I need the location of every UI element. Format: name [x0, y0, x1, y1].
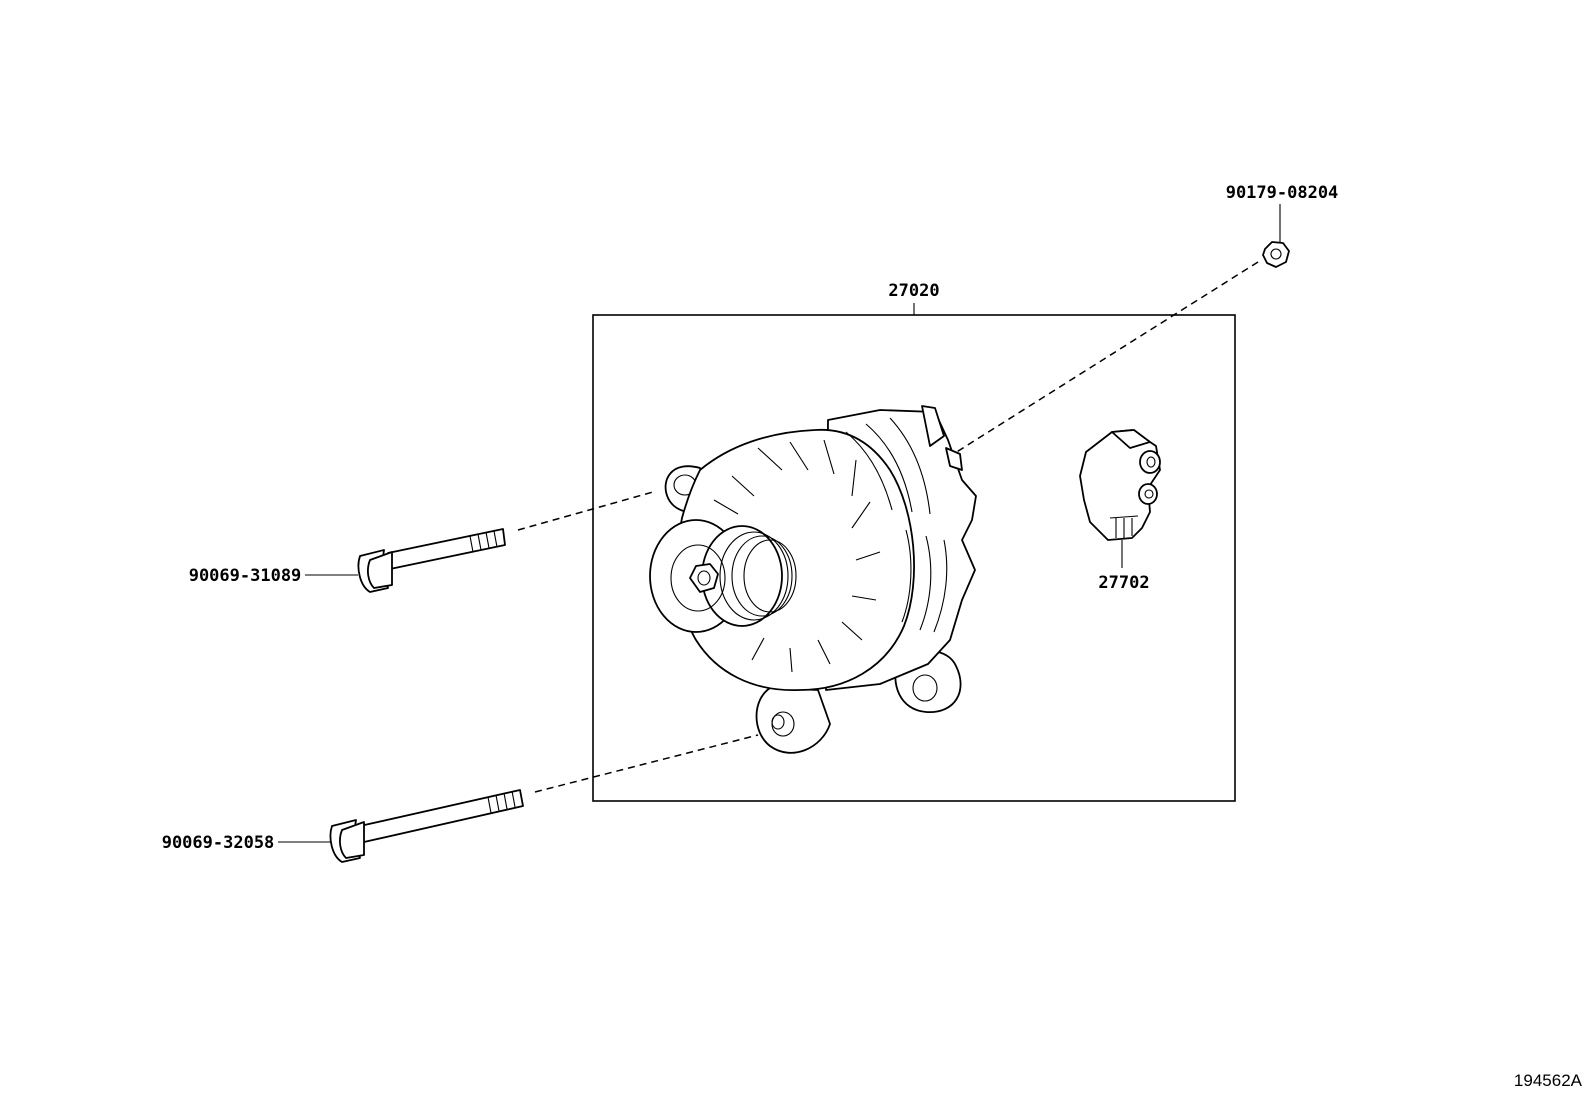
nut-part [1262, 241, 1290, 268]
label-90069-32058[interactable]: 90069-32058 [162, 833, 275, 853]
bolt-lower-part [329, 789, 524, 863]
label-90179-08204[interactable]: 90179-08204 [1226, 183, 1339, 203]
regulator-part [1079, 429, 1161, 541]
label-27020[interactable]: 27020 [888, 281, 939, 301]
alternator-part [649, 405, 977, 754]
figure-id: 194562A [1514, 1071, 1583, 1090]
label-90069-31089[interactable]: 90069-31089 [189, 566, 302, 586]
label-27702[interactable]: 27702 [1098, 573, 1149, 593]
bolt-upper-part [357, 528, 506, 593]
